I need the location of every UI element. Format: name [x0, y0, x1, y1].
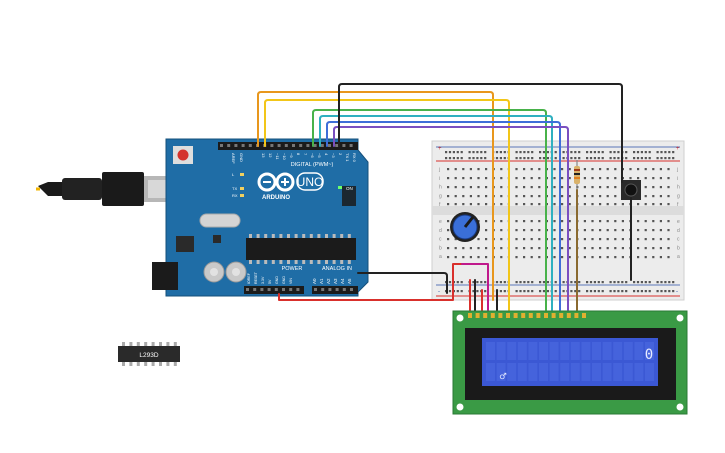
- analog-header[interactable]: [312, 286, 358, 294]
- bb-plus-top-left: +: [438, 146, 442, 152]
- analog-pin-label: A5: [347, 278, 352, 284]
- header-label: GND: [239, 153, 244, 162]
- digital-header[interactable]: [218, 142, 358, 150]
- analog-pin-label: A2: [326, 278, 331, 284]
- board-model: UNO: [297, 175, 324, 189]
- digital-pin-label: ~3: [331, 153, 336, 158]
- rx-label: RX: [232, 193, 238, 198]
- analog-pin-label: A3: [333, 278, 338, 284]
- tx-label: TX: [232, 186, 237, 191]
- power-pin-label: 3.3V: [261, 276, 265, 284]
- l293d-chip[interactable]: L293D: [118, 342, 180, 366]
- digital-pin-label: TX 1: [345, 153, 350, 162]
- l-label: L: [232, 172, 235, 177]
- digital-pin-label: RX 0: [352, 153, 357, 163]
- bb-plus-top: +: [676, 146, 680, 152]
- bb-row-letter: a: [677, 254, 680, 260]
- digital-pin-label: 2: [338, 153, 343, 156]
- bb-row-letter: c: [677, 237, 680, 243]
- bb-row-letter: i: [677, 176, 678, 182]
- digital-pin-label: 13: [261, 153, 266, 158]
- potentiometer[interactable]: [450, 212, 480, 242]
- resistor[interactable]: [574, 160, 580, 192]
- wires: [257, 83, 632, 311]
- bb-row-letter: e: [677, 219, 680, 225]
- bb-row-letter: b: [677, 245, 680, 251]
- power-label: POWER: [282, 266, 303, 272]
- bb-row-letter: g: [677, 193, 680, 199]
- analog-pin-label: A1: [319, 278, 324, 284]
- analog-pin-label: A4: [340, 278, 345, 284]
- digital-label: DIGITAL (PWM~): [291, 162, 334, 168]
- arduino-logo: [257, 172, 295, 192]
- bb-row-letter: d: [439, 228, 442, 234]
- bb-row-letter: f: [439, 202, 441, 208]
- bb-row-letter: b: [439, 245, 442, 251]
- push-button[interactable]: [621, 180, 641, 200]
- lcd-char-right: 0: [645, 347, 653, 363]
- power-pin-label: RESET: [254, 271, 258, 284]
- power-pin-label: GND: [282, 276, 286, 284]
- digital-pin-label: ~6: [310, 153, 315, 158]
- bb-row-letter: f: [677, 202, 679, 208]
- power-pin-label: GND: [275, 276, 279, 284]
- power-pin-label: 5V: [268, 279, 272, 284]
- digital-pin-label: 8: [296, 153, 301, 156]
- usb-cable[interactable]: [36, 172, 170, 206]
- power-pin-label: IOREF: [247, 272, 251, 284]
- lcd-char-left: ♂: [500, 370, 507, 383]
- power-header[interactable]: [244, 286, 304, 294]
- bb-row-letter: i: [439, 176, 440, 182]
- atmega-chip: [246, 238, 356, 260]
- bb-row-letter: e: [439, 219, 442, 225]
- digital-pin-label: ~11: [275, 153, 280, 160]
- bb-minus-bottom-left: -: [438, 289, 440, 295]
- bb-row-letter: j: [438, 167, 440, 173]
- digital-pin-label: ~10: [282, 153, 287, 161]
- digital-pin-label: 12: [268, 153, 273, 158]
- lcd-display[interactable]: 0 ♂: [452, 310, 688, 415]
- digital-pin-label: ~5: [317, 153, 322, 158]
- bb-row-letter: c: [439, 237, 442, 243]
- power-jack[interactable]: [152, 262, 178, 290]
- bb-row-letter: a: [439, 254, 442, 260]
- header-label: AREF: [231, 153, 236, 164]
- power-pin-label: VIN: [289, 278, 293, 284]
- bb-minus-bottom: -: [676, 289, 678, 295]
- on-label: ON: [346, 186, 353, 191]
- ic-label: L293D: [139, 352, 158, 359]
- arduino-uno-board[interactable]: UNO ARDUINO DIGITAL (PWM~) POWER ANALOG …: [152, 138, 369, 297]
- digital-pin-label: ~9: [289, 153, 294, 158]
- bb-row-letter: g: [439, 193, 442, 199]
- analog-pin-label: A0: [312, 278, 317, 284]
- bb-row-letter: d: [677, 228, 680, 234]
- board-brand: ARDUINO: [262, 195, 290, 201]
- digital-pin-label: 4: [324, 153, 329, 156]
- bb-row-letter: j: [676, 167, 678, 173]
- digital-pin-label: 7: [303, 153, 308, 156]
- bb-row-letter: h: [677, 185, 680, 191]
- analog-label: ANALOG IN: [322, 266, 352, 272]
- bb-row-letter: h: [439, 185, 442, 191]
